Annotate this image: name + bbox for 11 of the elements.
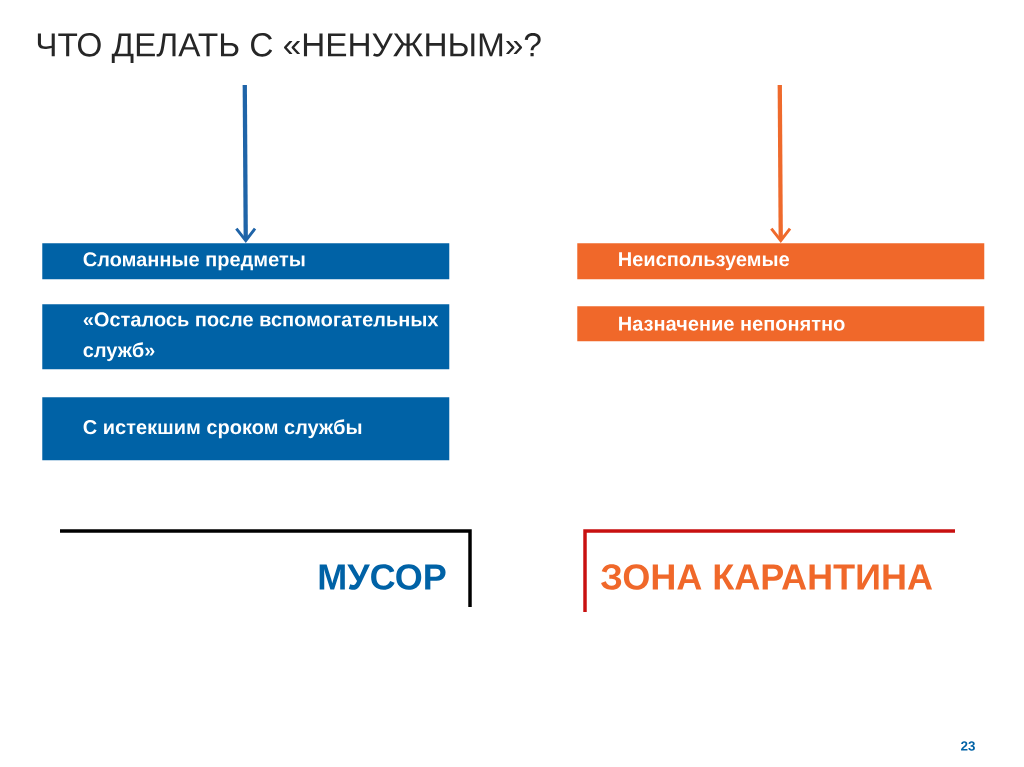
category-box: Неиспользуемые [577, 243, 985, 280]
category-box: С истекшим сроком службы [42, 397, 450, 461]
arrow [235, 85, 257, 243]
category-box: Сломанные предметы [42, 243, 450, 280]
category-heading: МУСОР [319, 564, 446, 590]
page-number: 23 [961, 741, 975, 751]
arrow [770, 85, 792, 243]
category-box: «Осталось после вспомогательных служб» [42, 304, 450, 370]
category-box: Назначение непонятно [577, 306, 985, 342]
title: ЧТО ДЕЛАТЬ С «НЕНУЖНЫМ»? [37, 33, 541, 63]
category-heading: ЗОНА КАРАНТИНА [601, 564, 933, 590]
